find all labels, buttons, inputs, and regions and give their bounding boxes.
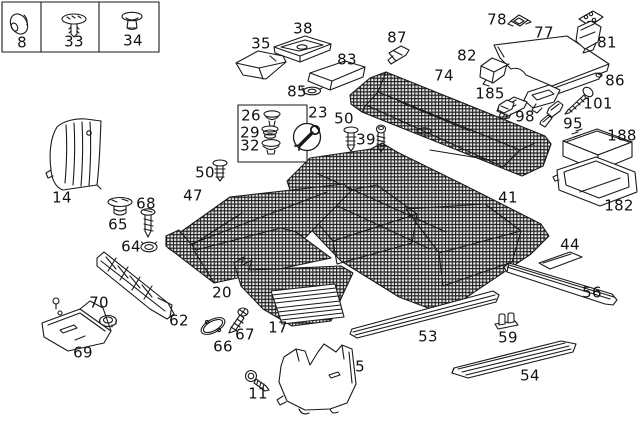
part-label-8-0: 8 bbox=[17, 33, 27, 52]
clip-78-icon bbox=[507, 14, 532, 27]
sill-member-62-drawing bbox=[96, 251, 175, 320]
heel-pad-carpet-17-drawing bbox=[233, 256, 354, 327]
part-label-47-28: 47 bbox=[183, 186, 203, 205]
main-carpet-41-drawing bbox=[286, 142, 550, 312]
part-label-41-26: 41 bbox=[498, 188, 518, 207]
part-label-182-25: 182 bbox=[604, 196, 634, 215]
sill-molding-53-drawing bbox=[349, 290, 500, 339]
part-label-95-23: 95 bbox=[563, 114, 583, 133]
expansion-rivet-50b-icon bbox=[212, 159, 228, 182]
part-label-29-9: 29 bbox=[240, 123, 260, 142]
screw-11-icon bbox=[244, 369, 270, 392]
cover-panel-83-drawing bbox=[307, 60, 366, 91]
support-82-drawing bbox=[479, 57, 510, 87]
screw-67-icon bbox=[228, 307, 249, 334]
insulation-panel-14-drawing bbox=[45, 118, 102, 191]
strip-44-drawing bbox=[538, 251, 583, 270]
part-label-82-18: 82 bbox=[457, 46, 477, 65]
part-label-64-32: 64 bbox=[121, 237, 141, 256]
part-label-67-38: 67 bbox=[235, 325, 255, 344]
clip-32-icon bbox=[261, 139, 281, 155]
part-label-23-11: 23 bbox=[308, 103, 328, 122]
part-label-26-8: 26 bbox=[241, 106, 261, 125]
screw-39-icon bbox=[375, 124, 387, 153]
retaining-rod-86-drawing bbox=[523, 72, 603, 114]
part-label-17-39: 17 bbox=[268, 318, 288, 337]
panel-77-drawing bbox=[493, 35, 610, 93]
part-label-34-2: 34 bbox=[123, 31, 143, 50]
part-label-62-35: 62 bbox=[169, 311, 189, 330]
clamp-59-drawing bbox=[494, 312, 519, 330]
grommet-29-icon bbox=[261, 125, 279, 139]
part-label-35-3: 35 bbox=[251, 34, 271, 53]
front-carpet-20-drawing bbox=[165, 227, 332, 284]
sill-molding-56-drawing bbox=[503, 262, 618, 306]
part-label-5-41: 5 bbox=[355, 357, 365, 376]
part-label-70-33: 70 bbox=[89, 293, 109, 312]
clip-98-icon bbox=[497, 99, 515, 120]
part-label-86-19: 86 bbox=[605, 71, 625, 90]
side-trim-panel-5-drawing bbox=[276, 343, 357, 415]
support-bracket-69-drawing bbox=[41, 297, 112, 352]
part-label-101-21: 101 bbox=[583, 94, 613, 113]
part-label-68-30: 68 bbox=[136, 194, 156, 213]
part-label-78-15: 78 bbox=[487, 10, 507, 29]
part-label-87-6: 87 bbox=[387, 28, 407, 47]
part-label-188-24: 188 bbox=[607, 126, 637, 145]
expansion-rivet-33-icon bbox=[61, 13, 87, 38]
part-label-81-17: 81 bbox=[597, 33, 617, 52]
expansion-rivet-50a-icon bbox=[343, 126, 359, 152]
part-label-50-12: 50 bbox=[334, 109, 354, 128]
cover-35-drawing bbox=[235, 50, 287, 80]
clip-95-icon bbox=[539, 100, 564, 128]
inset-box bbox=[237, 104, 322, 163]
part-label-98-22: 98 bbox=[515, 107, 535, 126]
part-label-69-34: 69 bbox=[73, 343, 93, 362]
part-label-59-45: 59 bbox=[498, 328, 518, 347]
part-label-53-44: 53 bbox=[418, 327, 438, 346]
part-label-83-5: 83 bbox=[337, 50, 357, 69]
nut-70-icon bbox=[98, 314, 118, 328]
part-label-65-31: 65 bbox=[108, 215, 128, 234]
part-label-50-27: 50 bbox=[195, 163, 215, 182]
fastener-table bbox=[1, 1, 160, 53]
part-label-77-16: 77 bbox=[534, 23, 554, 42]
part-label-38-4: 38 bbox=[293, 19, 313, 38]
part-label-56-43: 56 bbox=[582, 283, 602, 302]
bracket-87-drawing bbox=[387, 45, 410, 65]
cover-plate-66-icon bbox=[200, 317, 226, 335]
part-label-20-36: 20 bbox=[212, 283, 232, 302]
washer-64-icon bbox=[140, 241, 158, 253]
part-label-54-46: 54 bbox=[520, 366, 540, 385]
part-label-185-20: 185 bbox=[475, 84, 505, 103]
rear-shelf-74-drawing bbox=[349, 71, 552, 177]
part-label-85-7: 85 bbox=[287, 82, 307, 101]
sill-molding-54-drawing bbox=[451, 340, 577, 379]
screw-101-icon bbox=[564, 86, 594, 115]
grommet-8-icon bbox=[9, 13, 29, 35]
tray-insert-182-drawing bbox=[552, 156, 638, 207]
part-label-14-29: 14 bbox=[52, 188, 72, 207]
screw-68-icon bbox=[140, 208, 156, 238]
plug-34-icon bbox=[121, 11, 143, 31]
cap-85-drawing bbox=[301, 86, 323, 96]
part-label-44-42: 44 bbox=[560, 235, 580, 254]
part-label-33-1: 33 bbox=[64, 32, 84, 51]
part-label-74-14: 74 bbox=[434, 66, 454, 85]
tray-38-drawing bbox=[273, 35, 332, 63]
tool-symbol-23 bbox=[292, 122, 322, 152]
plug-65-icon bbox=[107, 196, 133, 216]
part-label-32-10: 32 bbox=[240, 136, 260, 155]
part-label-39-13: 39 bbox=[356, 130, 376, 149]
part-label-11-40: 11 bbox=[248, 384, 268, 403]
bracket-81-drawing bbox=[575, 10, 604, 54]
part-label-66-37: 66 bbox=[213, 337, 233, 356]
